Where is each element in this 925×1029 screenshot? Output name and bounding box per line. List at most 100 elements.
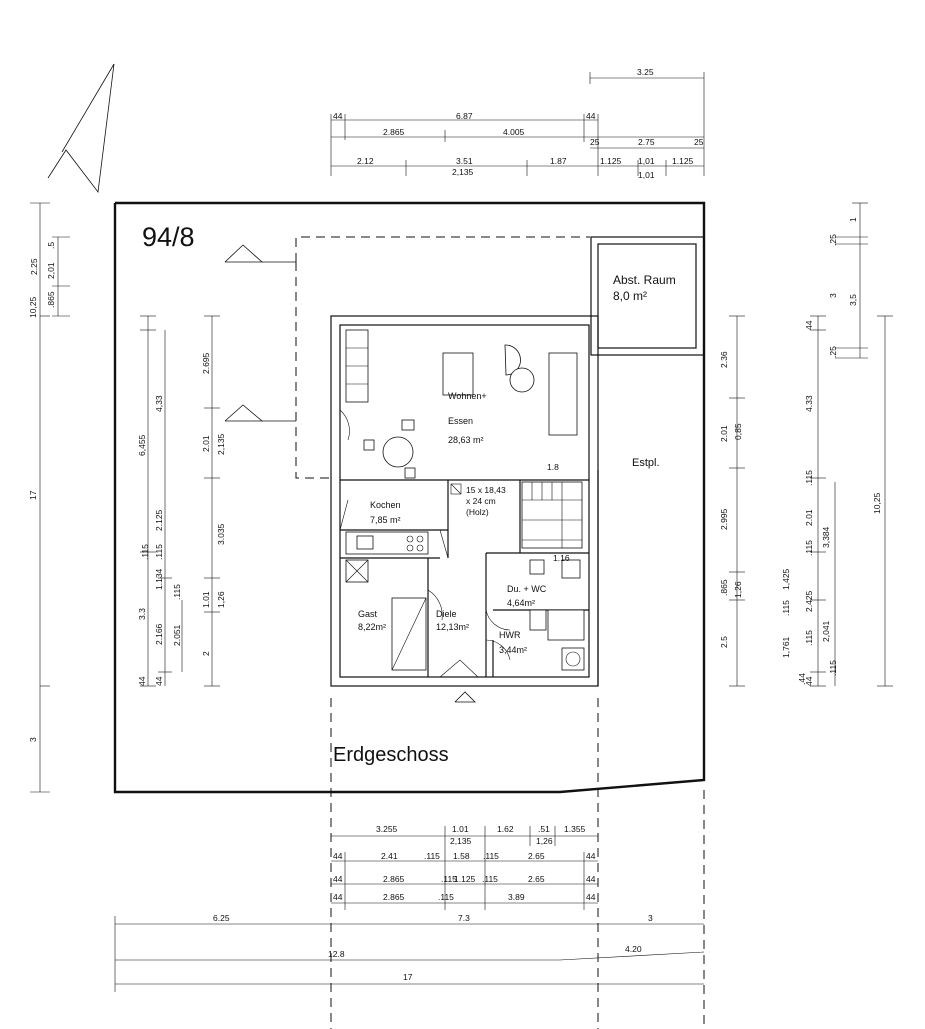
dimension-label: 12.8	[328, 949, 345, 959]
room-guest-area: 8,22m²	[358, 622, 386, 632]
dimension-label: 4.20	[625, 944, 642, 954]
dimension-label: 2.65	[528, 874, 545, 884]
stair-spec-3: (Holz)	[466, 507, 489, 517]
dimension-label: 44	[804, 676, 814, 686]
dimension-label: .865	[719, 579, 729, 596]
dimension-label: 3,384	[821, 526, 831, 548]
dimension-label: 1,425	[781, 568, 791, 590]
dimension-label: .115	[483, 851, 499, 861]
room-hall-area: 12,13m²	[436, 622, 469, 632]
dimension-label: 2.125	[154, 509, 164, 531]
dimension-label: 1.125	[454, 874, 476, 884]
dimension-label: .115	[441, 874, 457, 884]
room-storage-area: 8,0 m²	[613, 289, 647, 303]
right-dimensions: 2.36 2.01 2.995 .865 2.5 0,85 1,26 1,425…	[719, 217, 882, 686]
dimension-label: 2.051	[172, 624, 182, 646]
room-storage-name: Abst. Raum	[613, 273, 676, 287]
dimension-label: 44	[333, 111, 343, 121]
dimension-label: 44	[586, 892, 596, 902]
dimension-label: 44	[333, 851, 343, 861]
dimension-label: .865	[46, 291, 56, 308]
dimension-label: 2.5	[719, 636, 729, 648]
dimension-label: 4.005	[503, 127, 525, 137]
stair	[450, 481, 583, 549]
dimension-label: 10,25	[872, 492, 882, 514]
dimension-label: 2,135	[216, 433, 226, 455]
door-swings	[339, 409, 511, 703]
dimension-label: 2,041	[821, 620, 831, 642]
dimension-label: 1.355	[564, 824, 586, 834]
dimension-label: 1,01	[638, 170, 655, 180]
dimension-label: 6.87	[456, 111, 473, 121]
dimension-label: 1,761	[781, 636, 791, 658]
dimension-label: 2.01	[201, 435, 211, 452]
dimension-label: .44	[797, 673, 807, 685]
dimension-label: .115	[804, 540, 814, 556]
dimension-label: 2,01	[46, 262, 56, 279]
dimension-label: 1,26	[733, 581, 743, 598]
dimension-label: .115	[828, 660, 838, 676]
dimension-label: 3,5	[848, 294, 858, 306]
dimension-label: 10,25	[28, 296, 38, 318]
dimension-label: 1.01	[452, 824, 469, 834]
dimension-label: 25	[694, 137, 704, 147]
dimension-label: 2.166	[154, 623, 164, 645]
dimension-label: .115	[154, 544, 164, 560]
dimension-label: .115	[482, 874, 498, 884]
dimension-label: 1,26	[536, 836, 553, 846]
dimension-label: 1.125	[672, 156, 694, 166]
dimension-label: .115	[424, 851, 440, 861]
dimension-label: 17	[403, 972, 413, 982]
dimension-label: .5	[46, 242, 56, 249]
dimension-label: 2	[201, 651, 211, 656]
north-arrow-icon	[47, 63, 115, 194]
living-furniture	[345, 329, 578, 479]
dimension-label: 2.41	[381, 851, 398, 861]
dimension-label: 2.425	[804, 590, 814, 612]
bathroom-fixtures	[529, 559, 585, 671]
dimension-label: 2.25	[29, 258, 39, 275]
dimension-label: 3.3	[137, 608, 147, 620]
room-bath-name: Du. + WC	[507, 584, 547, 594]
room-kitchen-area: 7,85 m²	[370, 515, 401, 525]
dimension-label: 17	[28, 490, 38, 500]
dimension-label: 1,26	[216, 591, 226, 608]
stair-landing: 1.16	[553, 553, 570, 563]
dimension-label: 3.89	[508, 892, 525, 902]
dimension-label: 2.865	[383, 127, 405, 137]
dimension-label: 2,135	[450, 836, 472, 846]
dimension-label: 2.865	[383, 874, 405, 884]
property-boundary	[113, 201, 706, 794]
dimension-label: 6.25	[213, 913, 230, 923]
dimension-label: 44	[586, 111, 596, 121]
room-guest-name: Gast	[358, 609, 378, 619]
dimension-label: 1.87	[550, 156, 567, 166]
building-envelope	[295, 236, 705, 1029]
dimension-label: 7.3	[458, 913, 470, 923]
dimension-label: .51	[538, 824, 550, 834]
dimension-label: 2.36	[719, 351, 729, 368]
dimension-label: 44	[137, 676, 147, 686]
dimension-label: .115	[804, 630, 814, 646]
dimension-label: 1.58	[453, 851, 470, 861]
room-parking-name: Estpl.	[632, 457, 660, 469]
room-bath-area: 4,64m²	[507, 598, 535, 608]
dimension-label: 2,135	[452, 167, 474, 177]
dimension-label: 44	[804, 320, 814, 330]
dimension-label: 1,01	[638, 156, 655, 166]
dimension-label: 2.12	[357, 156, 374, 166]
dimension-label: .115	[438, 892, 454, 902]
guest-bed	[391, 597, 427, 671]
floor-label: Erdgeschoss	[333, 744, 449, 766]
dimension-label: 3	[828, 293, 838, 298]
dimension-label: 0,85	[733, 423, 743, 440]
dimension-label: 2.01	[719, 425, 729, 442]
dimension-label: 4.33	[804, 395, 814, 412]
dimension-label: 44	[333, 892, 343, 902]
left-dimensions: 17 10,25 3 2.25 .865 2,01 .5 6,455 3.3 4…	[28, 242, 226, 742]
dimension-label: 44	[154, 676, 164, 686]
room-utility-name: HWR	[499, 630, 521, 640]
dimension-label: 3.51	[456, 156, 473, 166]
stair-width: 1.8	[547, 462, 559, 472]
